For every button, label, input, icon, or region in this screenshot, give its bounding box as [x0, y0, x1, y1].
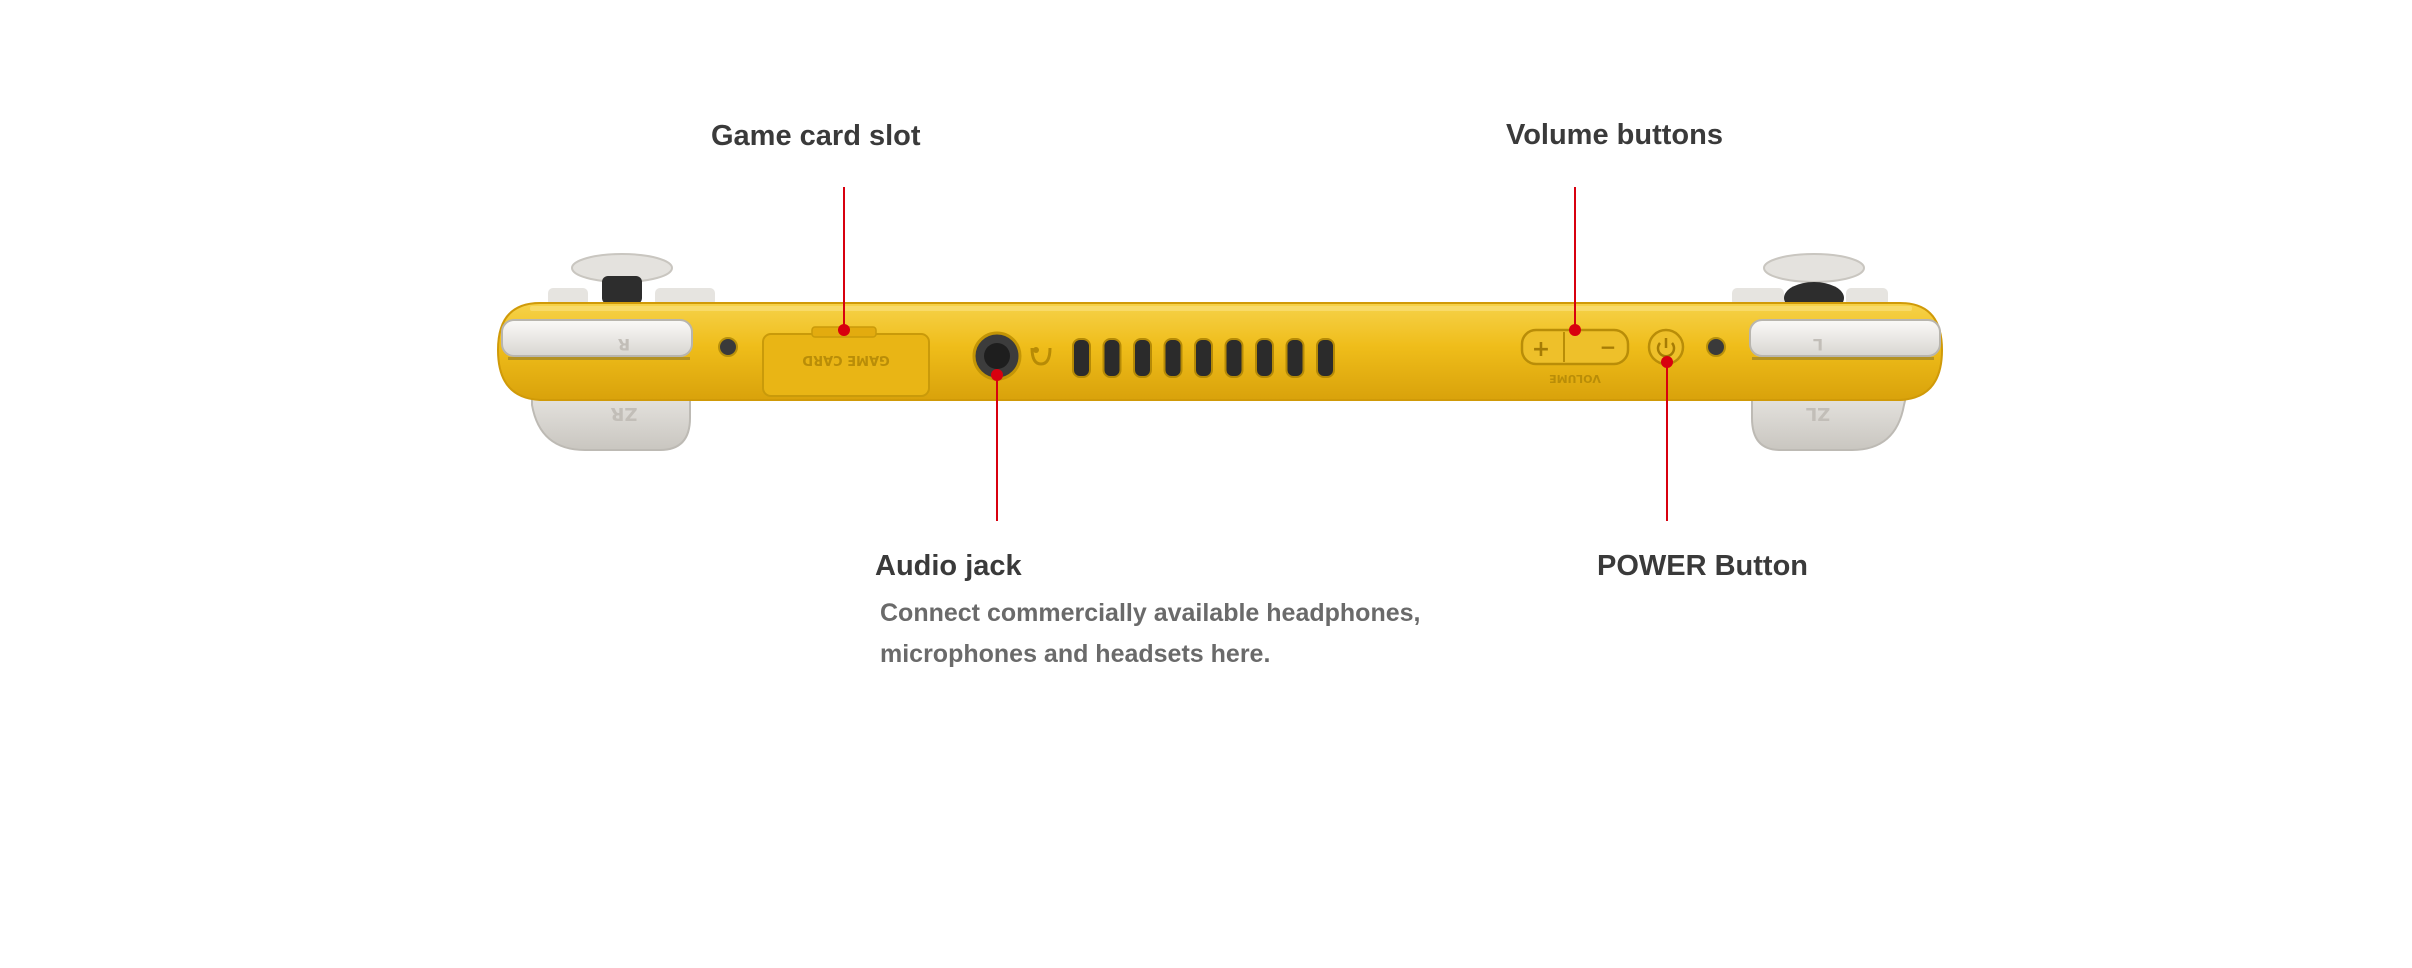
speaker-vent-slot [1163, 338, 1183, 378]
volume-dot [1569, 324, 1581, 336]
headphone-icon [1030, 347, 1052, 366]
audio-jack-label: Audio jack [875, 550, 1022, 582]
volume-plus-engraving: + [1532, 337, 1550, 362]
console-body [496, 302, 1944, 401]
speaker-vent-slot [1133, 338, 1152, 378]
zr-engraving: ZR [610, 403, 637, 424]
power-dot [1661, 356, 1673, 368]
callout-lines [838, 187, 1673, 521]
audio-jack-description-line1: Connect commercially available headphone… [880, 599, 1421, 627]
volume-minus-engraving: − [1600, 335, 1617, 359]
speaker-vent-slot [1194, 338, 1213, 378]
l-button [1749, 319, 1941, 357]
speaker-vent-slot [1285, 338, 1305, 378]
power-button-label: POWER Button [1597, 550, 1809, 582]
r-engraving: R [618, 335, 630, 354]
audio-dot [991, 369, 1003, 381]
speaker-vent-slot [1072, 338, 1091, 378]
zl-engraving: ZL [1806, 403, 1831, 424]
speaker-vent-slot [1102, 338, 1122, 378]
left-stick-top [1732, 253, 1888, 314]
speaker-vent-slot [1224, 338, 1244, 378]
right-stick-top [548, 253, 715, 306]
volume-engraving: VOLUME [1549, 372, 1601, 385]
game-card-engraving: GAME CARD [802, 352, 890, 367]
audio-jack-description-line2: microphones and headsets here. [880, 640, 1271, 668]
game-card-slot-label: Game card slot [711, 120, 921, 152]
game-card-dot [838, 324, 850, 336]
speaker-vent-slot [1316, 338, 1335, 378]
speaker-vents [1072, 338, 1335, 378]
audio-jack-description: Connect commercially available headphone… [880, 593, 1480, 675]
left-hole [718, 337, 738, 357]
right-hole [1706, 337, 1726, 357]
volume-buttons-label: Volume buttons [1506, 119, 1723, 151]
l-engraving: L [1813, 335, 1823, 354]
r-button [501, 319, 693, 357]
speaker-vent-slot [1255, 338, 1274, 378]
